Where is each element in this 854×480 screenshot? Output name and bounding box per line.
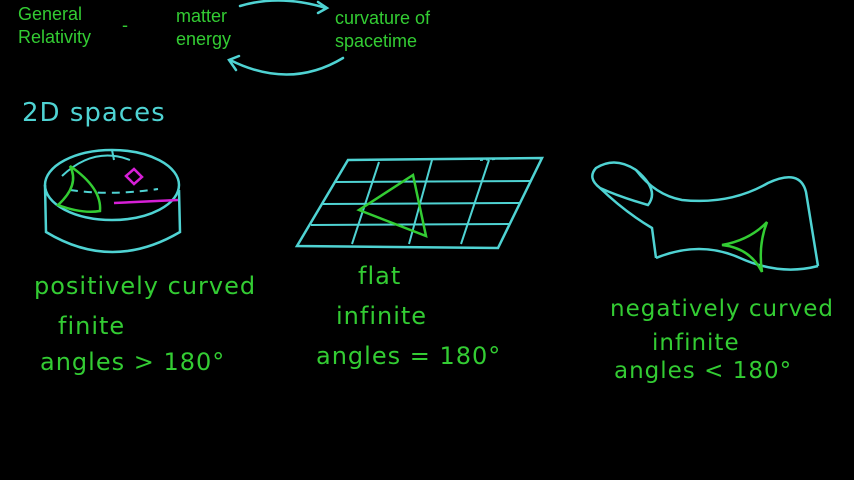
matter-energy-line1: matter (176, 6, 228, 26)
curvature-spacetime-label: curvature of spacetime (335, 7, 430, 53)
matter-energy-label: matter energy (176, 5, 231, 51)
arrow-head-right-icon (316, 0, 330, 15)
magenta-line (113, 198, 179, 205)
flat-angles-label: angles = 180° (316, 342, 502, 370)
positive-extent-label: finite (58, 312, 126, 340)
general-relativity-label: General Relativity (18, 3, 91, 49)
curvature-spacetime-line2: spacetime (335, 31, 418, 51)
positive-curved-label: positively curved (34, 272, 257, 300)
arrow-curvature-to-matter (228, 56, 345, 76)
sphere-sketch (43, 148, 182, 254)
positive-angles-label: angles > 180° (40, 348, 226, 376)
saddle-sketch (591, 161, 820, 273)
negative-angles-label: angles < 180° (614, 358, 793, 384)
flat-extent-label: infinite (336, 302, 428, 330)
dash-separator: - (122, 15, 128, 35)
curvature-spacetime-line1: curvature of (335, 8, 431, 28)
hyperbolic-triangle (721, 221, 769, 273)
general-relativity-line1: General (18, 4, 83, 24)
section-title: 2D spaces (22, 98, 166, 128)
arrow-head-left-icon (227, 54, 241, 72)
arrow-matter-to-curvature (238, 0, 328, 10)
magenta-diamond (124, 167, 144, 186)
negative-curved-label: negatively curved (610, 296, 834, 322)
matter-energy-line2: energy (176, 29, 232, 49)
flat-plane-sketch (294, 156, 545, 250)
general-relativity-line2: Relativity (18, 27, 92, 47)
flat-label: flat (358, 262, 402, 290)
spherical-triangle (55, 164, 102, 213)
flat-triangle (356, 172, 428, 239)
negative-extent-label: infinite (652, 330, 740, 356)
